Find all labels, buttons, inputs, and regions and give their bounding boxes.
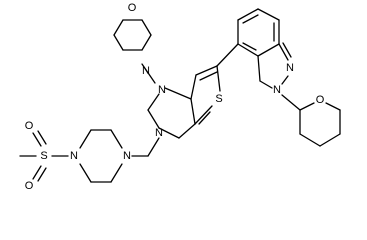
atom-piperazine-n1: N bbox=[70, 150, 78, 162]
bond-thio-c4a-s-double bbox=[198, 111, 211, 125]
atom-sulfonyl-s: S bbox=[40, 150, 47, 162]
bond-ind-n1-n2 bbox=[281, 75, 289, 85]
bond-layer bbox=[19, 8, 341, 183]
bond-morph-o-c1 bbox=[113, 34, 124, 51]
bond-ind-c6-c7 bbox=[257, 8, 280, 21]
chemical-structure-diagram: O N N N S N N O N N S O O bbox=[19, 2, 341, 192]
atom-indazole-n2: N bbox=[273, 84, 281, 96]
bond-morph-n-ring-n1 bbox=[141, 63, 156, 84]
bond-ind-c3a-c4-double bbox=[242, 42, 257, 51]
bond-s-o-bottom-a bbox=[32, 165, 42, 180]
bond-thio-indazole bbox=[216, 43, 239, 67]
bond-morph-c1-c2 bbox=[113, 19, 124, 36]
atom-morpholine-o: O bbox=[128, 2, 137, 14]
bond-ring-n3-c4 bbox=[158, 127, 180, 139]
bond-thp-c2-o bbox=[299, 102, 315, 111]
bond-ring-c7a-n1 bbox=[164, 87, 192, 100]
bond-thp-c5-c4 bbox=[319, 133, 341, 147]
bond-n2-thp bbox=[281, 94, 301, 111]
atom-thp-o: O bbox=[316, 94, 325, 106]
bond-pip-n1-c6 bbox=[79, 163, 92, 183]
bond-ind-c5-c6 bbox=[237, 8, 259, 21]
bond-ring-c4a-c7a bbox=[190, 98, 196, 125]
bond-s-o-top-b bbox=[37, 130, 47, 145]
bond-ind-c3-c3a bbox=[257, 55, 261, 82]
atom-indazole-n1: N bbox=[286, 62, 294, 74]
bond-thp-o-c6 bbox=[325, 102, 341, 111]
bond-ind-c7a-n1-double bbox=[282, 42, 292, 58]
bond-thio-c7-c6 bbox=[195, 65, 218, 76]
bond-thp-c4-c3 bbox=[299, 133, 321, 147]
bond-pip-c2-n1 bbox=[79, 129, 92, 149]
bond-thio-c7-c6-double bbox=[199, 71, 218, 81]
bond-s-o-bottom-b bbox=[37, 167, 47, 182]
atom-ring-n3: N bbox=[155, 127, 163, 139]
atom-piperazine-n4: N bbox=[123, 150, 131, 162]
bond-ind-n2-c3 bbox=[259, 80, 273, 89]
bond-ind-c7a-c3a bbox=[257, 43, 280, 57]
bond-thio-s-c4a bbox=[194, 105, 213, 125]
atom-label-layer: O N N N S N N O N N S O O bbox=[25, 2, 325, 192]
bond-thio-c6-s bbox=[216, 65, 221, 92]
bond-morph-c3-c4 bbox=[141, 19, 152, 36]
bond-thio-c7a-c7 bbox=[190, 74, 197, 100]
bond-pip-c5-n4 bbox=[110, 163, 123, 183]
atom-ring-n1: N bbox=[158, 84, 166, 96]
bond-ring-c4-c4a bbox=[178, 123, 196, 139]
bond-ind-c5-c6-double bbox=[242, 14, 259, 24]
atom-thiophene-s: S bbox=[215, 93, 222, 105]
atom-morpholine-n: N bbox=[142, 65, 150, 77]
bond-ind-c7a-n1 bbox=[278, 43, 289, 61]
bond-ring-c2-n3 bbox=[147, 109, 160, 129]
bond-pip-n4-c3 bbox=[110, 129, 123, 149]
bond-n3-ch2 bbox=[147, 137, 160, 157]
bond-ring-n1-c2 bbox=[147, 93, 160, 111]
atom-sulfonyl-o-bottom: O bbox=[25, 180, 34, 192]
bond-ind-c3a-c4 bbox=[237, 43, 259, 57]
bond-s-o-top-a bbox=[32, 132, 42, 147]
bond-morph-c4-n bbox=[141, 34, 152, 51]
atom-sulfonyl-o-top: O bbox=[25, 120, 34, 132]
